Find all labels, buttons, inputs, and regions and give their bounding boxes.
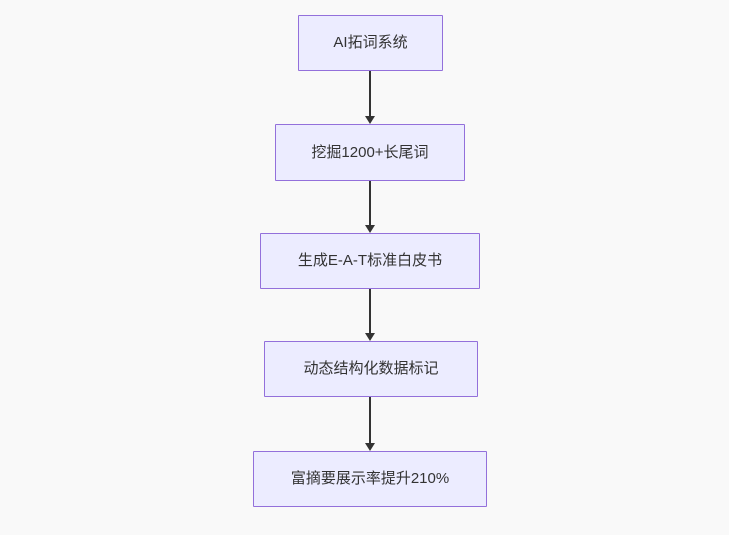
flowchart-node-eat-whitepaper: 生成E-A-T标准白皮书 (260, 233, 480, 289)
node-label: 挖掘1200+长尾词 (311, 143, 429, 161)
node-label: 富摘要展示率提升210% (290, 470, 450, 487)
flow-arrow-2 (365, 181, 375, 233)
node-label: 生成E-A-T标准白皮书 (297, 252, 443, 269)
arrow-head-icon (365, 443, 375, 451)
flow-arrow-4 (365, 397, 375, 451)
flowchart-node-structured-data-markup: 动态结构化数据标记 (264, 341, 478, 397)
arrow-line (369, 397, 371, 444)
node-label: AI拓词系统 (333, 34, 408, 51)
arrow-head-icon (365, 116, 375, 124)
arrow-head-icon (365, 225, 375, 233)
node-label: 动态结构化数据标记 (303, 360, 439, 377)
flow-arrow-3 (365, 289, 375, 341)
flowchart-node-ai-keyword-system: AI拓词系统 (298, 15, 443, 71)
flowchart-node-rich-snippet-rate: 富摘要展示率提升210% (253, 451, 487, 507)
arrow-line (369, 71, 371, 117)
arrow-line (369, 181, 371, 226)
arrow-head-icon (365, 333, 375, 341)
flow-arrow-1 (365, 71, 375, 124)
arrow-line (369, 289, 371, 334)
flowchart-node-longtail-mining: 挖掘1200+长尾词 (275, 124, 465, 181)
